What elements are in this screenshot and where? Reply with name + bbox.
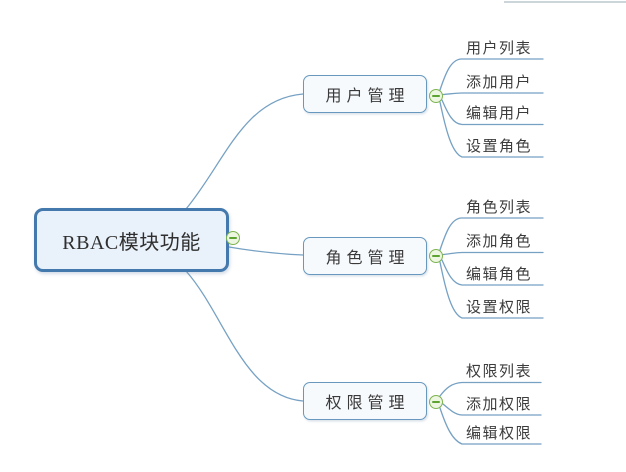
leaf-node-edit-role[interactable]: 编辑角色	[466, 267, 533, 283]
connector-branch3-leaf2	[442, 403, 542, 416]
collapse-minus-icon-branch3[interactable]	[429, 395, 443, 409]
connector-branch2-leaf4	[439, 261, 544, 319]
connector-branch3-leaf1	[439, 381, 542, 397]
top-edge-line	[504, 1, 626, 3]
minus-bar	[432, 95, 440, 97]
branch-node-label: 角色管理	[325, 250, 410, 267]
branch-node-permission-management[interactable]: 权限管理	[303, 382, 427, 420]
connector-root-branch3	[185, 270, 304, 402]
leaf-node-add-user[interactable]: 添加用户	[466, 75, 533, 91]
connector-branch2-leaf2	[442, 251, 544, 256]
root-node[interactable]: RBAC模块功能	[34, 208, 229, 272]
leaf-node-add-role[interactable]: 添加角色	[466, 234, 533, 250]
leaf-node-role-list[interactable]: 角色列表	[466, 200, 533, 216]
connector-branch1-leaf4	[439, 101, 544, 158]
connector-branch3-leaf3	[439, 407, 542, 445]
leaf-node-set-permission[interactable]: 设置权限	[466, 300, 533, 316]
branch-node-user-management[interactable]: 用户管理	[303, 75, 427, 113]
leaf-node-add-permission[interactable]: 添加权限	[466, 397, 533, 413]
minus-bar	[432, 255, 440, 257]
minus-bar	[432, 401, 440, 403]
branch-node-label: 权限管理	[325, 395, 410, 412]
collapse-minus-icon-branch2[interactable]	[429, 249, 443, 263]
leaf-node-permission-list[interactable]: 权限列表	[466, 364, 533, 380]
branch-node-role-management[interactable]: 角色管理	[303, 237, 427, 275]
connector-root-branch2	[228, 246, 304, 256]
connector-branch1-leaf3	[441, 99, 544, 126]
connector-branch2-leaf1	[439, 217, 544, 251]
leaf-node-set-role[interactable]: 设置角色	[466, 139, 533, 155]
collapse-minus-icon-branch1[interactable]	[429, 89, 443, 103]
leaf-node-edit-user[interactable]: 编辑用户	[466, 106, 533, 122]
leaf-node-edit-permission[interactable]: 编辑权限	[466, 426, 533, 442]
connector-branch1-leaf1	[439, 58, 544, 91]
branch-node-label: 用户管理	[325, 88, 410, 105]
connector-root-branch1	[185, 93, 304, 210]
leaf-node-user-list[interactable]: 用户列表	[466, 41, 533, 57]
connector-branch1-leaf2	[442, 92, 544, 96]
minus-bar	[229, 237, 237, 239]
connector-branch2-leaf3	[441, 259, 544, 286]
collapse-minus-icon-root[interactable]	[226, 231, 240, 245]
root-node-label: RBAC模块功能	[62, 231, 201, 254]
